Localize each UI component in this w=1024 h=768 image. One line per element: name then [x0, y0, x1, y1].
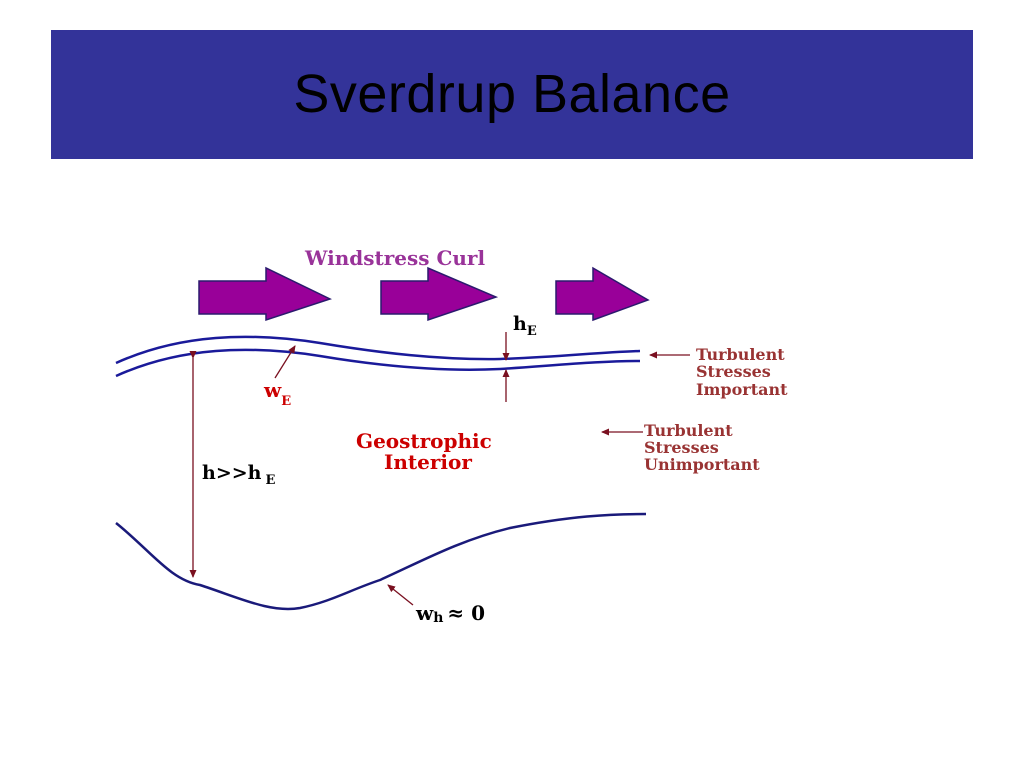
windstress-curl-label: Windstress Curl [304, 246, 485, 270]
bottom-w-label: wh≈ 0 [415, 601, 485, 626]
slide-title: Sverdrup Balance [293, 63, 731, 124]
bottom-w-arrow [387, 584, 414, 606]
ekman-pumping-arrow [274, 345, 296, 379]
ekman-layer-bottom-line [115, 348, 641, 378]
turbulent-important-label: Turbulent Stresses Important [696, 345, 790, 399]
ekman-layer-top-line [115, 335, 641, 365]
turbulent-unimportant-label: Turbulent Stresses Unimportant [644, 421, 760, 474]
wind-arrow-1 [198, 266, 332, 322]
wind-arrow-3 [555, 266, 650, 322]
title-bar: Sverdrup Balance [51, 30, 973, 159]
ekman-depth-label: hE [513, 313, 537, 339]
thermocline-bottom-line [115, 512, 647, 611]
wind-arrow-2 [380, 266, 499, 322]
interior-label-line2: Interior [384, 450, 472, 474]
ekman-pumping-label: wE [263, 378, 291, 409]
interior-label-line1: Geostrophic [356, 429, 492, 453]
